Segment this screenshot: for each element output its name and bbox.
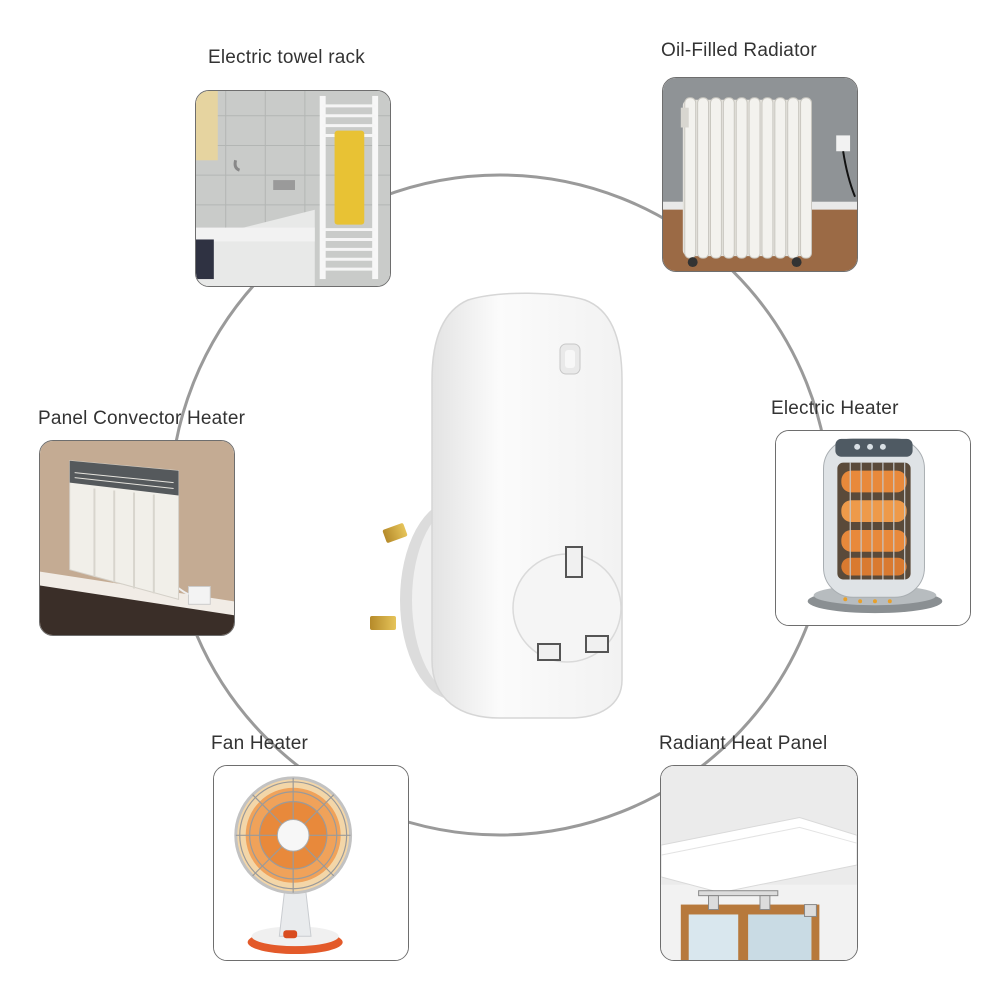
halogen-heater-icon xyxy=(776,431,970,625)
label-panel-convector-heater: Panel Convector Heater xyxy=(38,408,246,429)
fan-heater-icon xyxy=(214,766,408,960)
towel-rack-icon xyxy=(196,91,390,286)
heating-elements xyxy=(841,470,907,576)
plug-pin-earth xyxy=(382,523,408,543)
label-oil-filled-radiator: Oil-Filled Radiator xyxy=(661,40,817,61)
radiant-panel-icon xyxy=(661,766,857,960)
towel-rack-card xyxy=(195,90,391,287)
label-fan-heater: Fan Heater xyxy=(211,733,309,754)
halogen-heater-card xyxy=(775,430,971,626)
radiator-fins xyxy=(680,97,812,268)
panel-convector-icon xyxy=(40,441,234,635)
fan-heater-card xyxy=(213,765,409,961)
oil-radiator-card xyxy=(662,77,858,272)
label-electric-towel-rack: Electric towel rack xyxy=(208,47,365,68)
panel-convector-card xyxy=(39,440,235,636)
oil-radiator-icon xyxy=(663,78,857,271)
convector-panel xyxy=(69,460,180,601)
label-electric-heater: Electric Heater xyxy=(771,398,899,419)
towel-rack xyxy=(319,95,379,280)
plug-pin-live xyxy=(370,616,396,630)
radiant-panel-card xyxy=(660,765,858,961)
label-radiant-heat-panel: Radiant Heat Panel xyxy=(659,733,828,754)
